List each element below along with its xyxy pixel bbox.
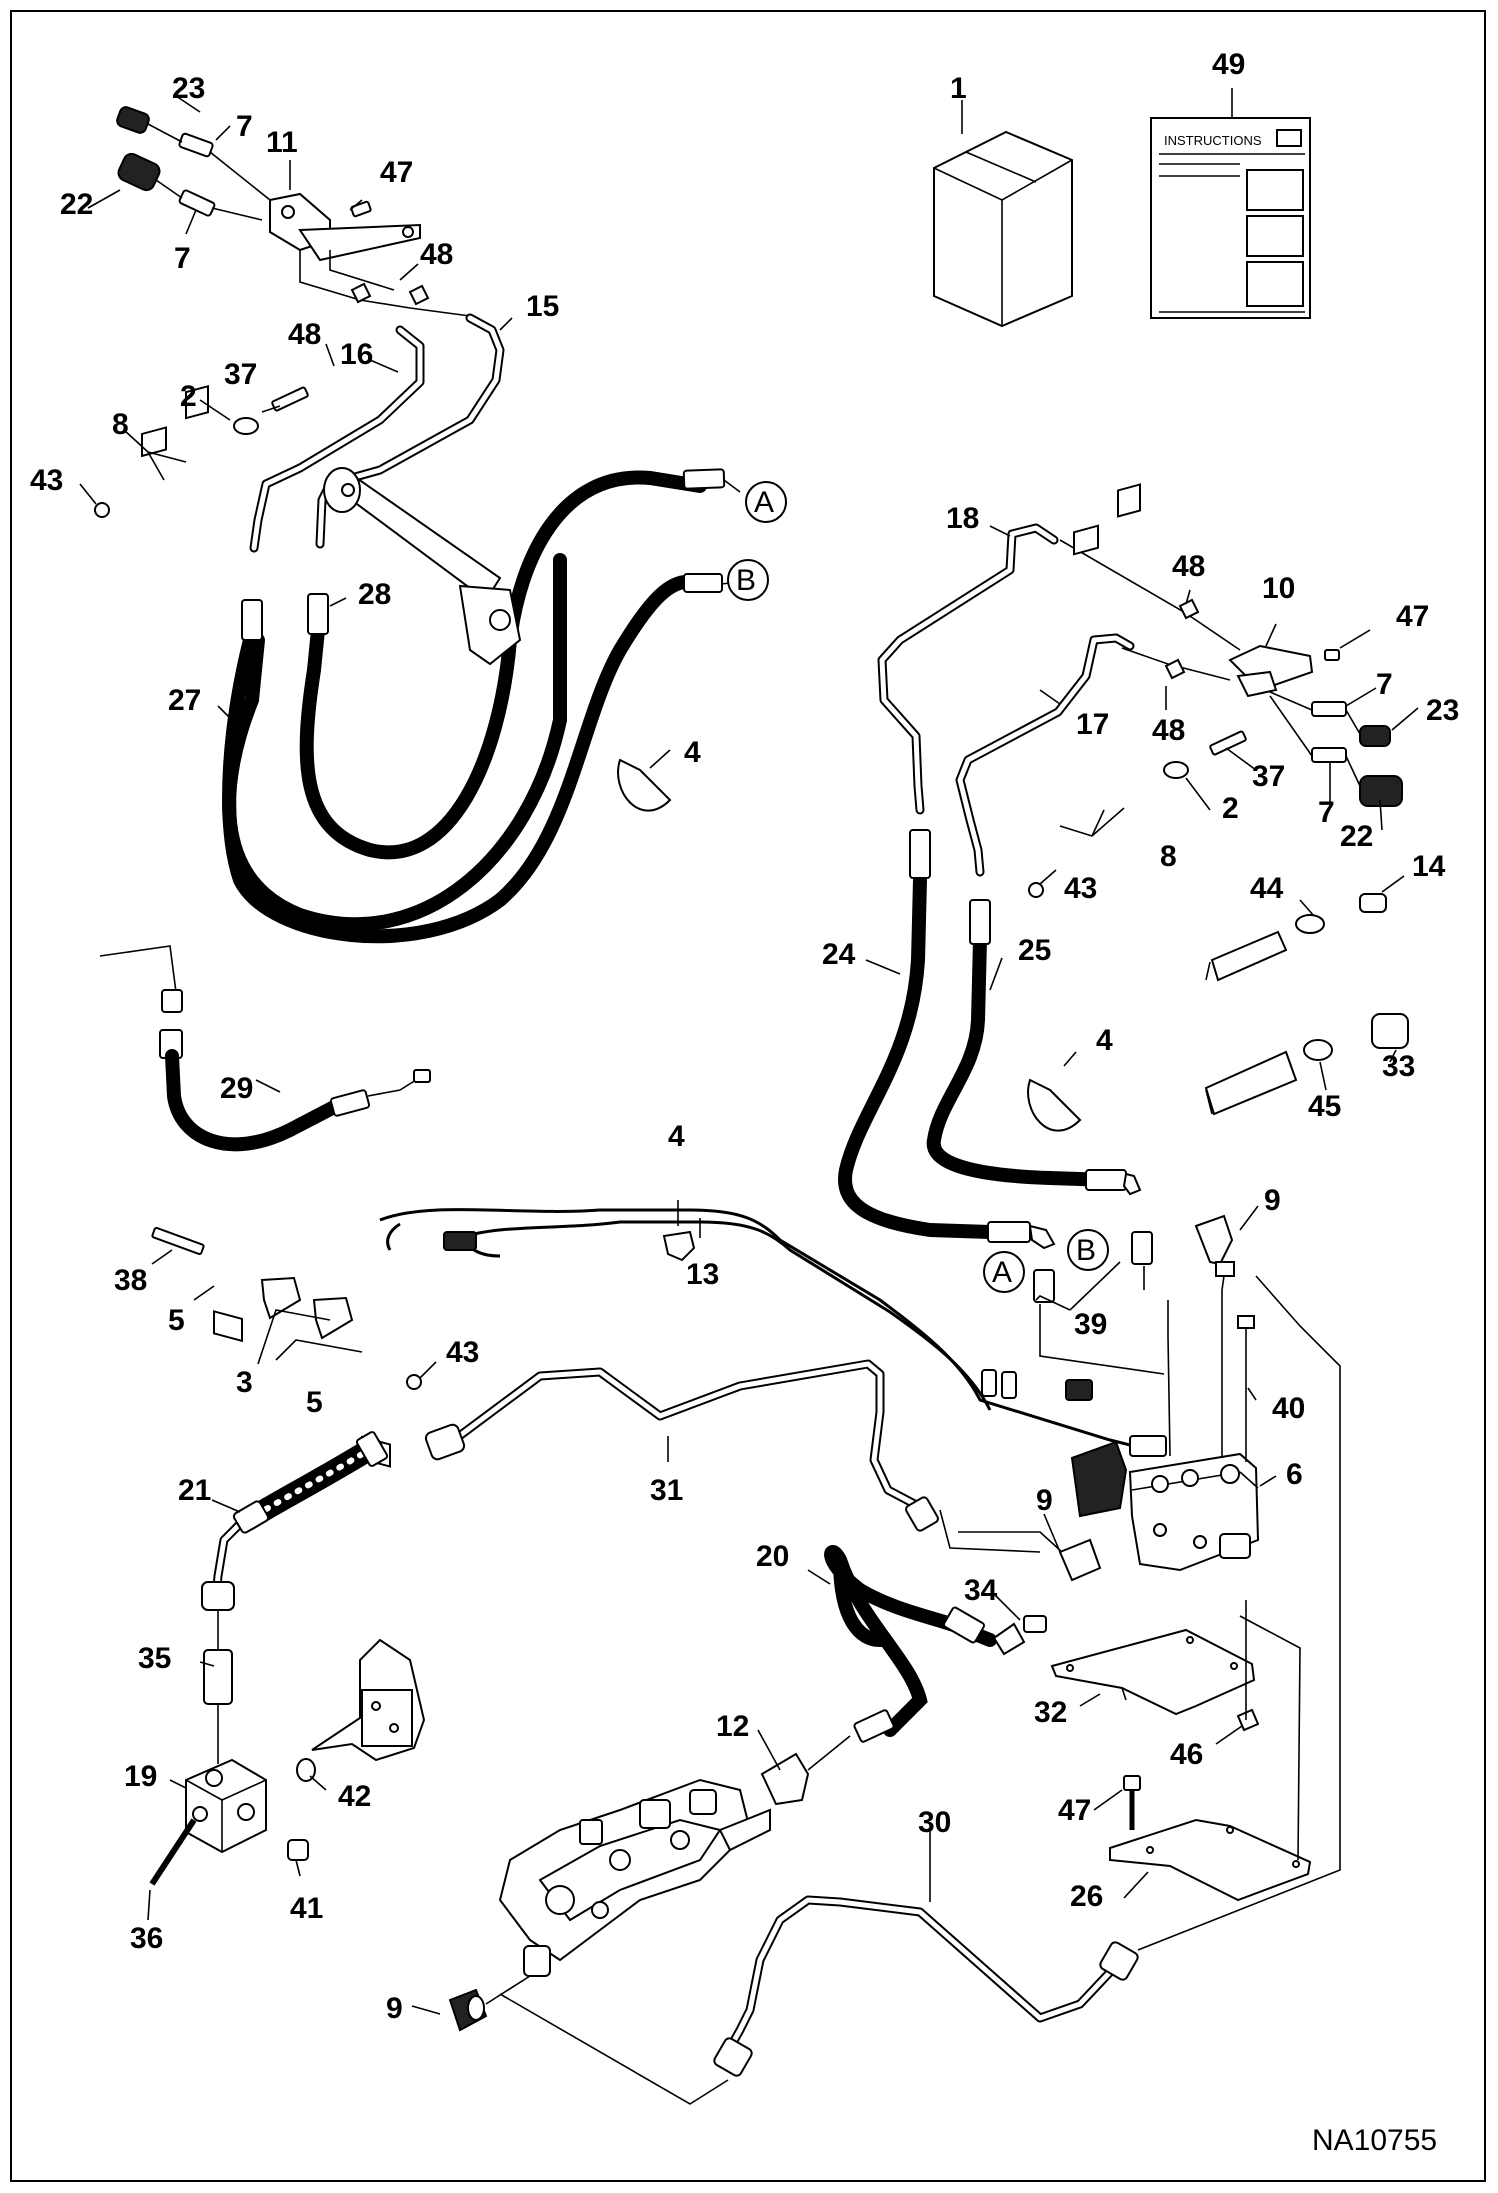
mounting-brackets (1050, 1600, 1312, 1902)
connector-labels: A B A B (736, 486, 1096, 1289)
callout-37: 37 (224, 358, 257, 391)
callout-33: 33 (1382, 1050, 1415, 1083)
callout-40: 40 (1272, 1392, 1305, 1425)
hydraulic-cylinder (99, 467, 522, 1059)
callout-48: 48 (1172, 550, 1205, 583)
callout-49: 49 (1212, 48, 1245, 81)
callout-29: 29 (220, 1072, 253, 1105)
callout-32: 32 (1034, 1696, 1067, 1729)
callout-37: 37 (1252, 760, 1285, 793)
connector-a: A (754, 486, 774, 519)
callout-1: 1 (950, 72, 967, 105)
callout-17: 17 (1076, 708, 1109, 741)
upper-right-clamp-parts (1028, 483, 1247, 898)
right-coupler-bracket (1059, 539, 1403, 807)
callout-48: 48 (288, 318, 321, 351)
connector-b: B (736, 564, 756, 597)
callout-7: 7 (1318, 796, 1335, 829)
callout-16: 16 (340, 338, 373, 371)
callout-44: 44 (1250, 872, 1284, 905)
callout-25: 25 (1018, 934, 1051, 967)
callout-2: 2 (180, 380, 197, 413)
callout-21: 21 (178, 1474, 211, 1507)
callout-14: 14 (1412, 850, 1446, 883)
drawing-code: NA10755 (1312, 2124, 1437, 2157)
callout-4: 4 (1096, 1024, 1113, 1057)
callout-11: 11 (266, 126, 298, 159)
upper-left-clamp-parts (94, 384, 309, 518)
callout-30: 30 (918, 1806, 951, 1839)
adapter-block (149, 1610, 426, 1886)
callout-35: 35 (138, 1642, 171, 1675)
callout-27: 27 (168, 684, 201, 717)
hose-fittings-right (1204, 893, 1409, 1116)
valve-block (1033, 1214, 1260, 1582)
callout-9: 9 (1264, 1184, 1281, 1217)
callout-34: 34 (964, 1574, 998, 1607)
callout-48: 48 (1152, 714, 1185, 747)
callout-18: 18 (946, 502, 979, 535)
callout-20: 20 (756, 1540, 789, 1573)
callout-23: 23 (172, 72, 205, 105)
connector-markers (727, 481, 1109, 1293)
callout-36: 36 (130, 1922, 163, 1955)
callout-2: 2 (1222, 792, 1239, 825)
callout-15: 15 (526, 290, 559, 323)
left-coupler-bracket (116, 106, 471, 317)
connector-a: A (992, 1256, 1012, 1289)
connector-b: B (1076, 1234, 1096, 1267)
callout-47: 47 (1058, 1794, 1091, 1827)
control-valve-assembly (448, 1778, 771, 2032)
callout-43: 43 (446, 1336, 479, 1369)
leader-lines (79, 95, 1419, 2015)
callout-12: 12 (716, 1710, 749, 1743)
instructions-sheet: INSTRUCTIONS (1150, 117, 1311, 319)
callout-9: 9 (386, 1992, 403, 2025)
callout-23: 23 (1426, 694, 1459, 727)
callout-43: 43 (1064, 872, 1097, 905)
hose-clip-upper (617, 758, 672, 812)
callout-9: 9 (1036, 1484, 1053, 1517)
callout-24: 24 (822, 938, 856, 971)
callout-48: 48 (420, 238, 453, 271)
callout-22: 22 (1340, 820, 1373, 853)
callout-46: 46 (1170, 1738, 1203, 1771)
callout-8: 8 (112, 408, 129, 441)
box-part (933, 130, 1073, 328)
callout-7: 7 (1376, 668, 1393, 701)
callout-4: 4 (684, 736, 701, 769)
callout-39: 39 (1074, 1308, 1107, 1341)
callout-5: 5 (168, 1304, 185, 1337)
callout-4: 4 (668, 1120, 685, 1153)
callout-38: 38 (114, 1264, 147, 1297)
callout-26: 26 (1070, 1880, 1103, 1913)
callout-47: 47 (380, 156, 413, 189)
callout-10: 10 (1262, 572, 1295, 605)
callout-6: 6 (1286, 1458, 1303, 1491)
tube-clamp-parts (151, 1226, 422, 1468)
callout-5: 5 (306, 1386, 323, 1419)
callout-3: 3 (236, 1366, 253, 1399)
callout-31: 31 (650, 1474, 683, 1507)
callout-43: 43 (30, 464, 63, 497)
callout-8: 8 (1160, 840, 1177, 873)
callout-22: 22 (60, 188, 93, 221)
callout-41: 41 (290, 1892, 323, 1925)
callout-7: 7 (174, 242, 191, 275)
callout-42: 42 (338, 1780, 371, 1813)
callout-47: 47 (1396, 600, 1429, 633)
callout-28: 28 (358, 578, 391, 611)
callout-45: 45 (1308, 1090, 1341, 1123)
callout-7: 7 (236, 110, 253, 143)
callout-13: 13 (686, 1258, 719, 1291)
callout-19: 19 (124, 1760, 157, 1793)
instructions-title: INSTRUCTIONS (1164, 133, 1262, 148)
